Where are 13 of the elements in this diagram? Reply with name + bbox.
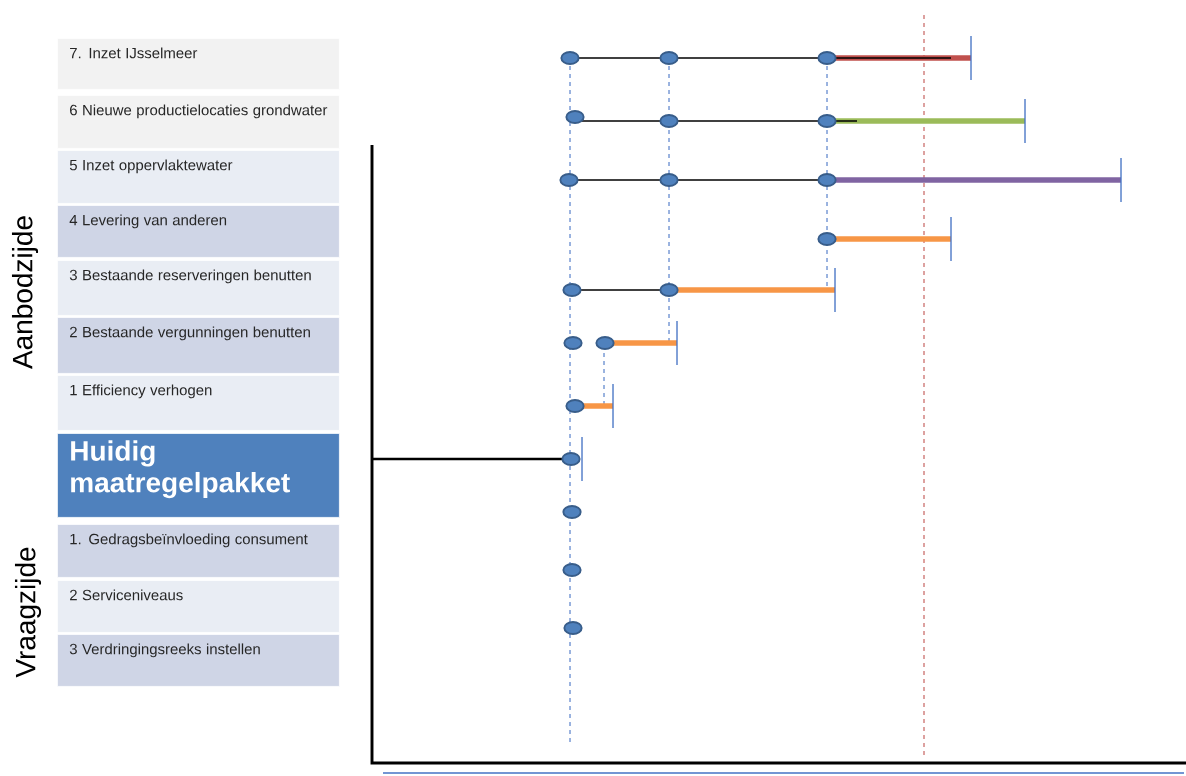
side-label: Vraagzijde xyxy=(14,547,42,678)
row-box: 3 Verdringingsreeks instellen xyxy=(57,634,340,687)
row-box: 3 Bestaande reserveringen benutten xyxy=(57,260,340,316)
row-box: 1 Efficiency verhogen xyxy=(57,375,340,431)
side-label: Aanbodzijde xyxy=(11,216,39,369)
row-box: 5 Inzet oppervlaktewater xyxy=(57,150,340,204)
row-box: 2 Serviceniveaus xyxy=(57,580,340,633)
heading-box: Huidig maatregelpakket xyxy=(57,433,340,518)
row-box: 6 Nieuwe productielocaties grondwater xyxy=(57,95,340,149)
row-box: 4 Levering van anderen xyxy=(57,205,340,258)
row-box: 7. Inzet IJsselmeer xyxy=(57,38,340,90)
row-box: 2 Bestaande vergunningen benutten xyxy=(57,317,340,374)
row-box: 1. Gedragsbeïnvloeding consument xyxy=(57,524,340,578)
